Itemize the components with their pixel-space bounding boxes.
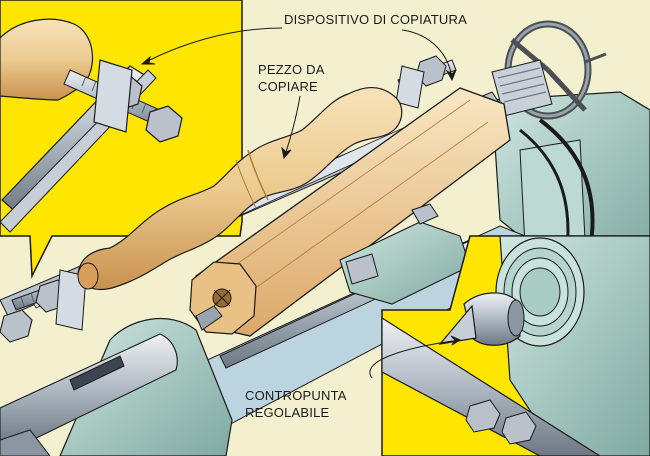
workpiece-label-line2: COPIARE — [258, 79, 318, 94]
headstock — [491, 20, 650, 269]
copy-device-label: DISPOSITIVO DI COPIATURA — [284, 12, 467, 27]
lathe-bed — [0, 203, 562, 456]
tailstock-label-line2: REGOLABILE — [245, 405, 330, 420]
inset-nut-right — [145, 105, 183, 143]
workpiece-template — [77, 86, 403, 291]
workpiece-label-line1: PEZZO DA — [258, 62, 325, 77]
tailstock-detail-inset — [381, 235, 650, 456]
tailstock-label-line1: CONTROPUNTA — [245, 388, 347, 403]
callout-leaders — [140, 27, 462, 379]
adjustable-center-icon — [438, 292, 525, 346]
